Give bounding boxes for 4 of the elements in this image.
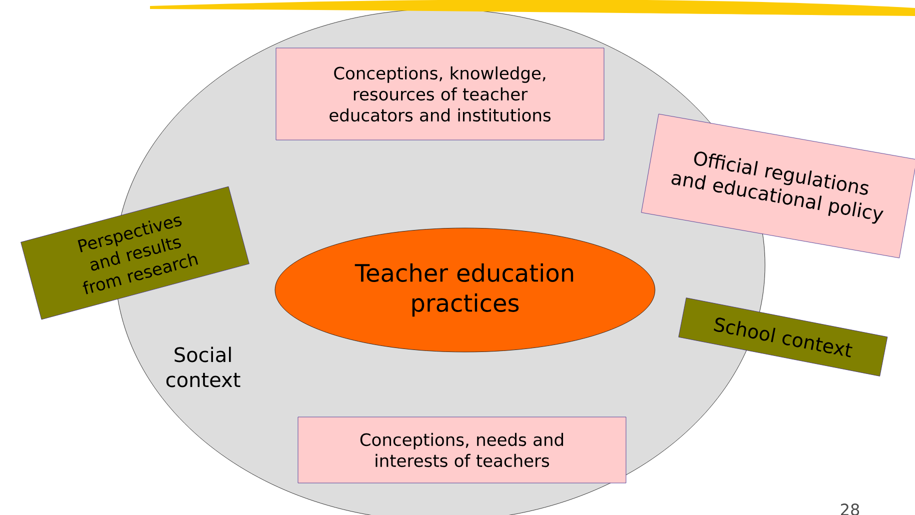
factor-box: Official regulations and educational policy [641,114,915,258]
factor-box: School context [678,298,888,376]
factor-box: Conceptions, knowledge, resources of teacher educators and institutions [276,48,604,140]
brush-stroke [150,0,915,16]
